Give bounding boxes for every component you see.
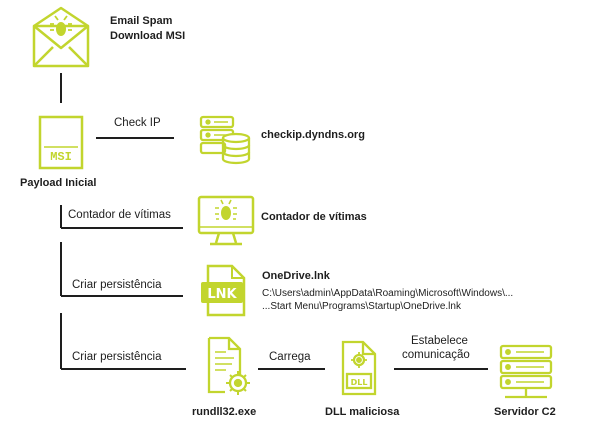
rundll-target: rundll32.exe xyxy=(192,406,257,418)
payload-label: Payload Inicial xyxy=(20,177,97,189)
lnk-icon-label: LNK xyxy=(207,287,237,302)
c2-target: Servidor C2 xyxy=(494,406,556,418)
c2-edge-label-line2: comunicação xyxy=(402,349,470,361)
connectors xyxy=(60,73,488,370)
email-bug-icon xyxy=(32,6,90,68)
lnk-edge-label: Criar persistência xyxy=(72,279,162,291)
counter-edge-label: Contador de vítimas xyxy=(68,209,171,221)
dll-icon-label: DLL xyxy=(351,378,368,387)
email-line2: Download MSI xyxy=(110,30,186,42)
lnk-path-line1: C:\Users\admin\AppData\Roaming\Microsoft… xyxy=(262,288,514,299)
rundll-edge-label: Criar persistência xyxy=(72,351,162,363)
lnk-badge xyxy=(201,282,243,303)
check-ip-edge-label: Check IP xyxy=(114,117,161,129)
c2-edge-label-line1: Estabelece xyxy=(411,335,468,347)
dll-file-icon xyxy=(341,340,377,396)
counter-target: Contador de vítimas xyxy=(261,211,367,223)
email-line1: Email Spam xyxy=(110,15,173,27)
server-database-icon xyxy=(199,115,251,165)
dll-target: DLL maliciosa xyxy=(325,406,400,418)
document-gear-icon xyxy=(207,336,250,395)
carrega-edge-label: Carrega xyxy=(269,351,311,363)
checkip-target: checkip.dyndns.org xyxy=(261,129,365,141)
lnk-path-line2: ...Start Menu\Programs\Startup\OneDrive.… xyxy=(262,301,461,312)
monitor-bug-icon xyxy=(197,195,255,246)
msi-icon-label: MSI xyxy=(50,150,72,164)
server-rack-icon xyxy=(499,344,553,399)
lnk-file-name: OneDrive.lnk xyxy=(262,270,330,282)
msi-file-icon xyxy=(38,115,84,170)
